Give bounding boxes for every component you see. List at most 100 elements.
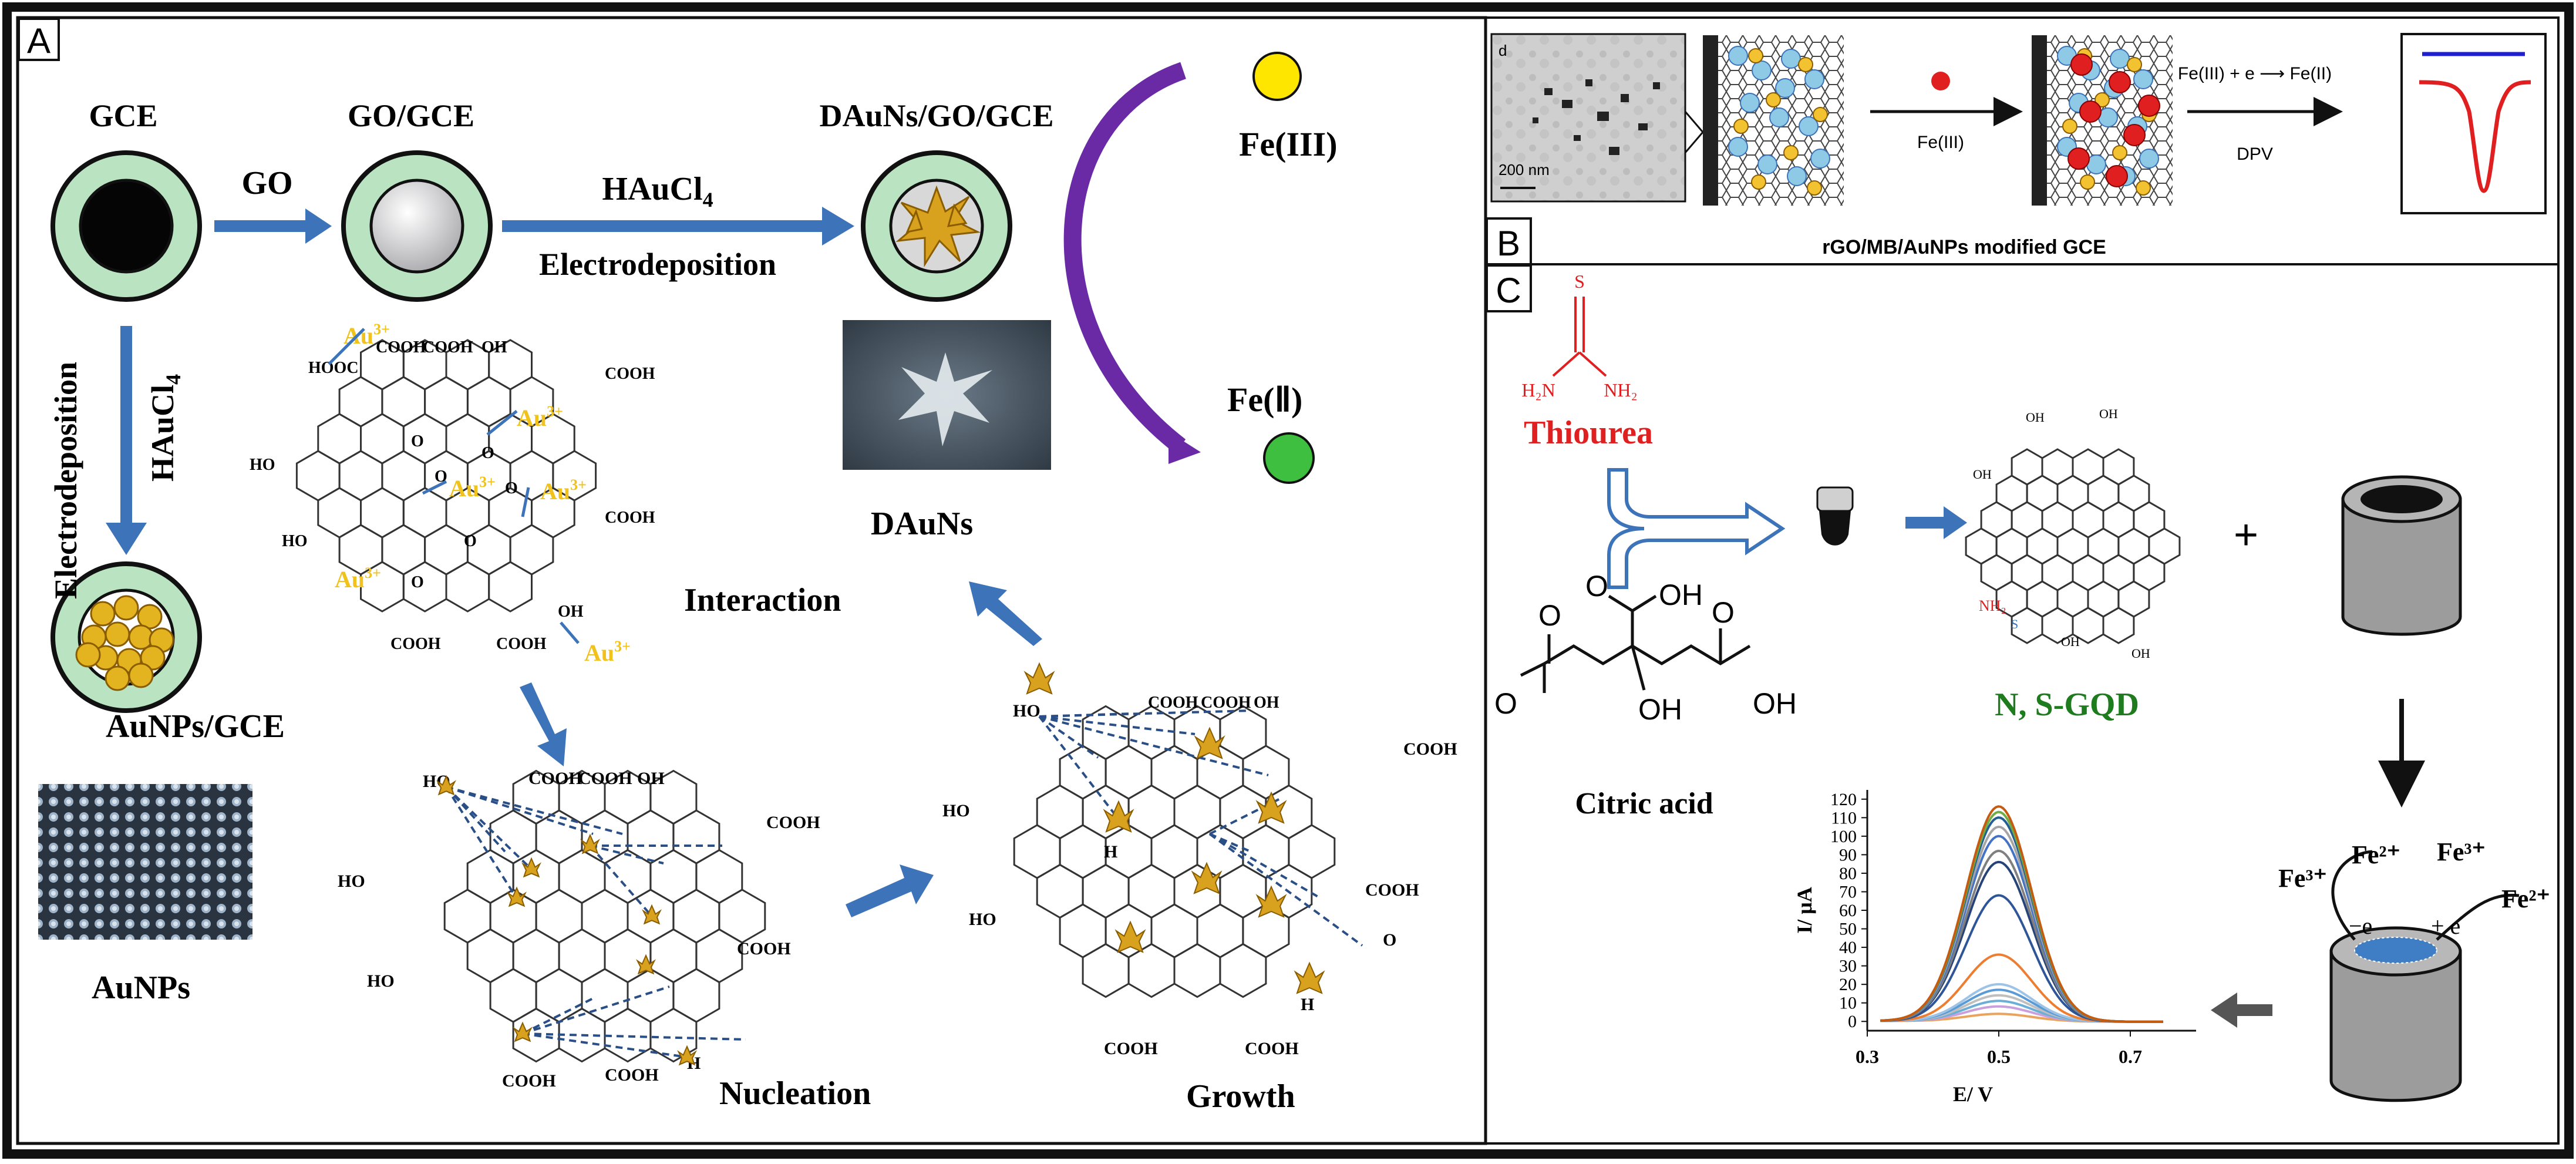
x-tick-label: 0.3 (1856, 1046, 1879, 1067)
gce-substrate-1 (1703, 35, 1718, 206)
hex-ring (1082, 943, 1130, 998)
rgo-electrode-2-particles (2057, 46, 2160, 196)
coordination-bond (1039, 715, 1196, 735)
hex-ring (512, 928, 560, 984)
fe3-adsorbed (2070, 53, 2093, 76)
arrow-go-to-dauns (502, 207, 854, 245)
hex-ring (424, 376, 469, 428)
au3-pointer (486, 410, 518, 436)
citric-o-3: O (1585, 570, 1608, 603)
aunps-gce-label: AuNPs/GCE (106, 708, 285, 745)
fe3-adsorbed (2067, 147, 2090, 170)
h-group: H (1301, 995, 1314, 1014)
hex-ring (1127, 784, 1176, 840)
mb-molecule (2110, 49, 2130, 69)
aunp-particle (105, 665, 130, 691)
thiourea-label: Thiourea (1524, 415, 1653, 451)
nsgqd-label: N, S-GQD (1995, 687, 2139, 723)
electron-loss-label: −e (2349, 913, 2372, 939)
gold-flake (436, 775, 456, 796)
fe2-ion-icon (1263, 432, 1315, 484)
panel-c-frame (1484, 263, 2560, 1145)
mb-molecule (1810, 149, 1830, 169)
coordination-bond (1209, 833, 1251, 853)
panel-c-letter: C (1496, 271, 1521, 310)
dpv-series-line (1880, 810, 2163, 1023)
arrow-interaction-to-nucleation (520, 682, 567, 766)
mb-molecule (1804, 69, 1824, 89)
au3-pointer (560, 621, 580, 644)
epoxy-o: O (411, 432, 424, 450)
gold-flake (1194, 726, 1225, 759)
gold-flake (677, 1045, 697, 1066)
hex-ring (424, 524, 469, 576)
epoxy-o: O (464, 532, 477, 550)
au3-pointer (328, 328, 365, 365)
gold-flake (513, 1021, 533, 1042)
coordination-bond (446, 786, 594, 835)
epoxy-o: O (481, 444, 494, 462)
gold-flake (1103, 800, 1134, 833)
coordination-bond (1038, 715, 1120, 820)
mb-molecule (1740, 93, 1760, 113)
thiourea-s: S (1574, 271, 1585, 292)
thiourea-nh2: NH₂ (1604, 379, 1637, 401)
cooh-group: COOH (578, 769, 632, 788)
panel-c-letter-box (1486, 264, 1532, 312)
cooh-group: COOH (605, 365, 655, 383)
y-tick-label: 90 (1839, 845, 1857, 864)
hex-ring (402, 487, 447, 539)
dpv-plot-box (2400, 33, 2547, 214)
hex-ring (295, 450, 341, 502)
cooh-group: COOH (1365, 880, 1419, 900)
gqd-s-label: S (2011, 617, 2018, 631)
hex-ring (1059, 903, 1107, 958)
redox-arrow-left (2331, 850, 2373, 941)
ho-group: HO (367, 971, 395, 991)
cooh-group: COOH (1148, 694, 1198, 712)
au3-label: Au3+ (584, 638, 631, 666)
gold-flake (507, 886, 527, 907)
dauns-sem-star-icon (898, 352, 992, 446)
ho-group: HO (969, 910, 996, 929)
fe2-left-label: Fe²⁺ (2352, 840, 2400, 869)
electron-gain-label: + e (2431, 913, 2460, 939)
aunp-particle (113, 595, 139, 621)
thiourea-h2n: H₂N (1521, 379, 1555, 401)
hex-ring (338, 450, 383, 502)
dpv-series-line (1880, 894, 2163, 1023)
panel-a-letter: A (27, 21, 50, 60)
gold-flake (1294, 961, 1325, 994)
y-tick-label: 100 (1830, 827, 1857, 846)
gqd-oh-label: OH (1973, 467, 1992, 482)
hex-ring (1105, 745, 1153, 800)
fe2-label: Fe(Ⅱ) (1227, 381, 1302, 419)
hex-ring (695, 849, 743, 904)
hex-ring (1150, 903, 1198, 958)
ho-group: HO (338, 872, 365, 891)
ho-group: HO (942, 801, 970, 820)
hex-ring (1127, 943, 1176, 998)
hex-ring (443, 889, 491, 944)
interaction-label: Interaction (684, 582, 841, 618)
fe3-right-label: Fe³⁺ (2437, 837, 2486, 866)
rgo-electrode-1-particles (1728, 46, 1830, 196)
merge-arrow-icon (1607, 468, 1786, 589)
coordination-bond (446, 786, 623, 835)
hex-ring (1219, 784, 1267, 840)
hex-ring (535, 809, 583, 864)
bare-electrode-cylinder (2341, 475, 2462, 636)
cooh-group: COOH (1403, 739, 1457, 759)
au3-pointer (422, 480, 447, 495)
aunp-particle (2095, 92, 2110, 107)
arrow-growth-to-dauns (969, 581, 1042, 646)
fe3-ion-icon (1252, 52, 1302, 101)
gold-flake (521, 857, 541, 878)
fe3-label: Fe(III) (1239, 125, 1338, 163)
hex-ring (1288, 824, 1336, 879)
y-tick-label: 0 (1848, 1012, 1857, 1031)
aunp-particle (140, 645, 166, 671)
oh-group: OH (558, 603, 584, 621)
